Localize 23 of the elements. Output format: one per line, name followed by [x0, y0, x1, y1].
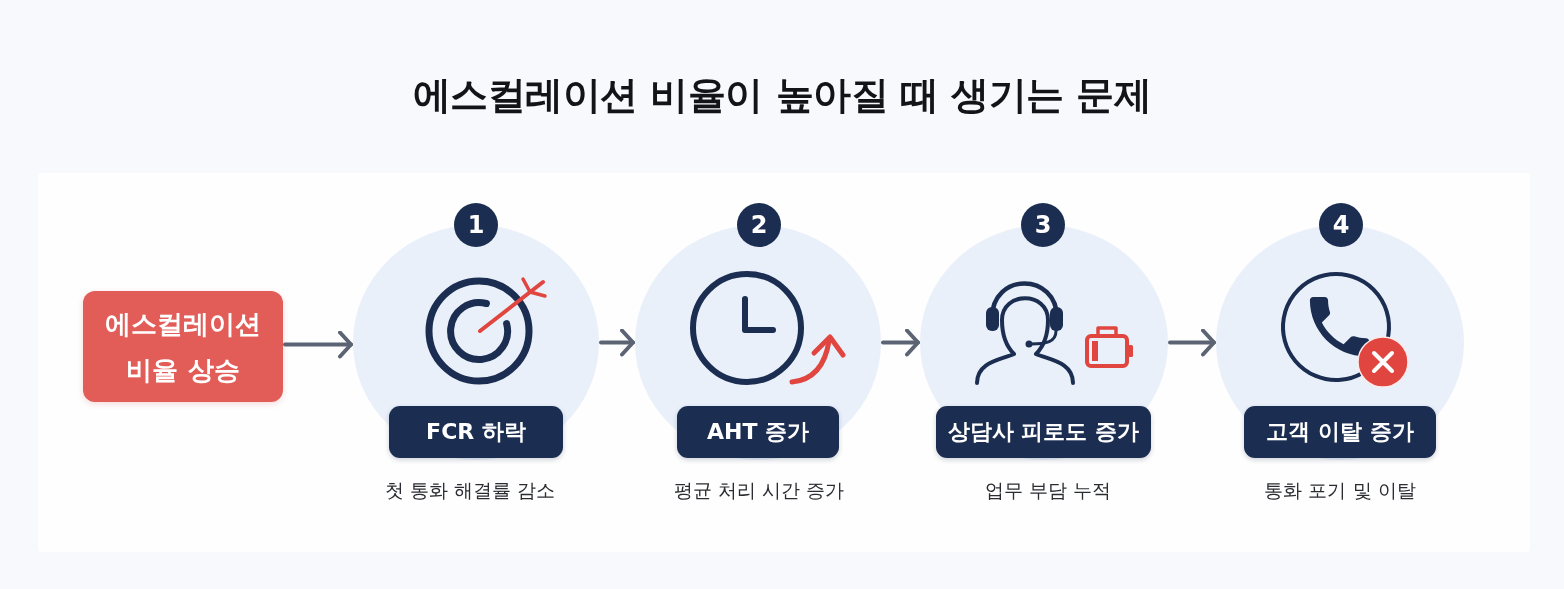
step-number: 2: [750, 211, 768, 239]
step-description: 업무 부담 누적: [984, 478, 1112, 503]
step-title: FCR 하락: [426, 418, 526, 446]
step-description: 첫 통화 해결률 감소: [384, 478, 556, 503]
arrow: [1168, 328, 1216, 357]
arrow: [881, 328, 920, 357]
arrow: [283, 330, 353, 359]
step-title-pill: [389, 406, 563, 458]
step-title: AHT 증가: [706, 418, 810, 446]
step-title-pill: [936, 406, 1151, 458]
step-description: 통화 포기 및 이탈: [1264, 478, 1416, 503]
step-title: 고객 이탈 증가: [1266, 418, 1414, 446]
step-title-pill: [1244, 406, 1436, 458]
arrow: [599, 328, 635, 357]
step-title-pill: [677, 406, 839, 458]
step-description: 평균 처리 시간 증가: [673, 478, 845, 503]
step-number: 4: [1332, 211, 1350, 239]
node-label: 에스컬레이션 비율 상승: [104, 307, 262, 387]
start-box: [83, 291, 283, 402]
step-title: 상담사 피로도 증가: [947, 418, 1140, 446]
diagram-title: 에스컬레이션 비율이 높아질 때 생기는 문제: [412, 72, 1152, 118]
step-number: 3: [1034, 211, 1052, 239]
step-number: 1: [467, 211, 485, 239]
